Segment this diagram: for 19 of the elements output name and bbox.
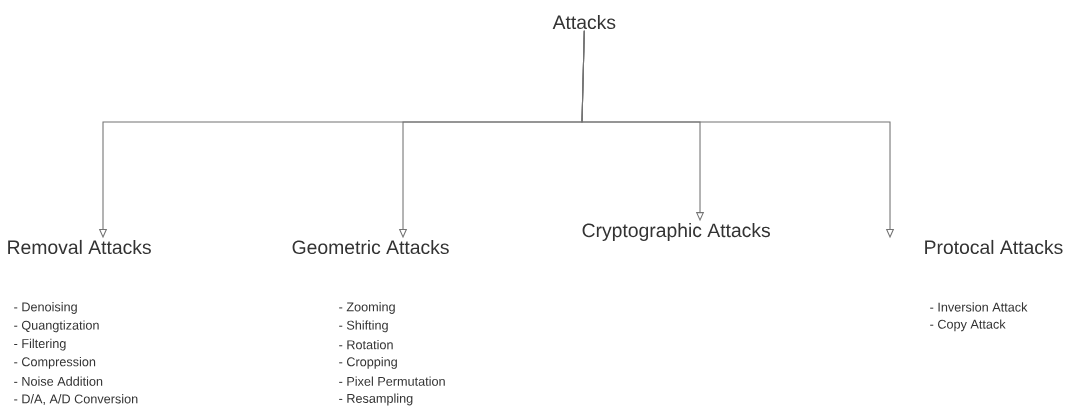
list-item: - Filtering <box>14 338 66 351</box>
list-item: - Zooming <box>339 302 395 314</box>
list-item: - Inversion Attack <box>930 302 1028 312</box>
heading: Cryptographic Attacks <box>582 223 770 241</box>
heading: Geometric Attacks <box>292 239 449 255</box>
list-item: - Resampling <box>339 393 413 406</box>
heading: Removal Attacks <box>8 239 151 255</box>
heading: Attacks <box>552 14 616 30</box>
list-item: - Rotation <box>339 339 393 350</box>
list-item: - Quangtization <box>14 320 99 333</box>
list-item: - Copy Attack <box>930 319 1006 332</box>
list-item: - D/A, A/D Conversion <box>14 394 138 405</box>
list-item: - Compression <box>14 357 96 369</box>
list-item: - Pixel Permutation <box>339 376 445 386</box>
list-item: - Denoising <box>14 302 77 314</box>
list-item: - Shifting <box>339 320 388 333</box>
heading: Protocal Attacks <box>925 239 1063 255</box>
list-item: - Noise Addition <box>14 376 103 386</box>
list-item: - Cropping <box>339 357 397 369</box>
